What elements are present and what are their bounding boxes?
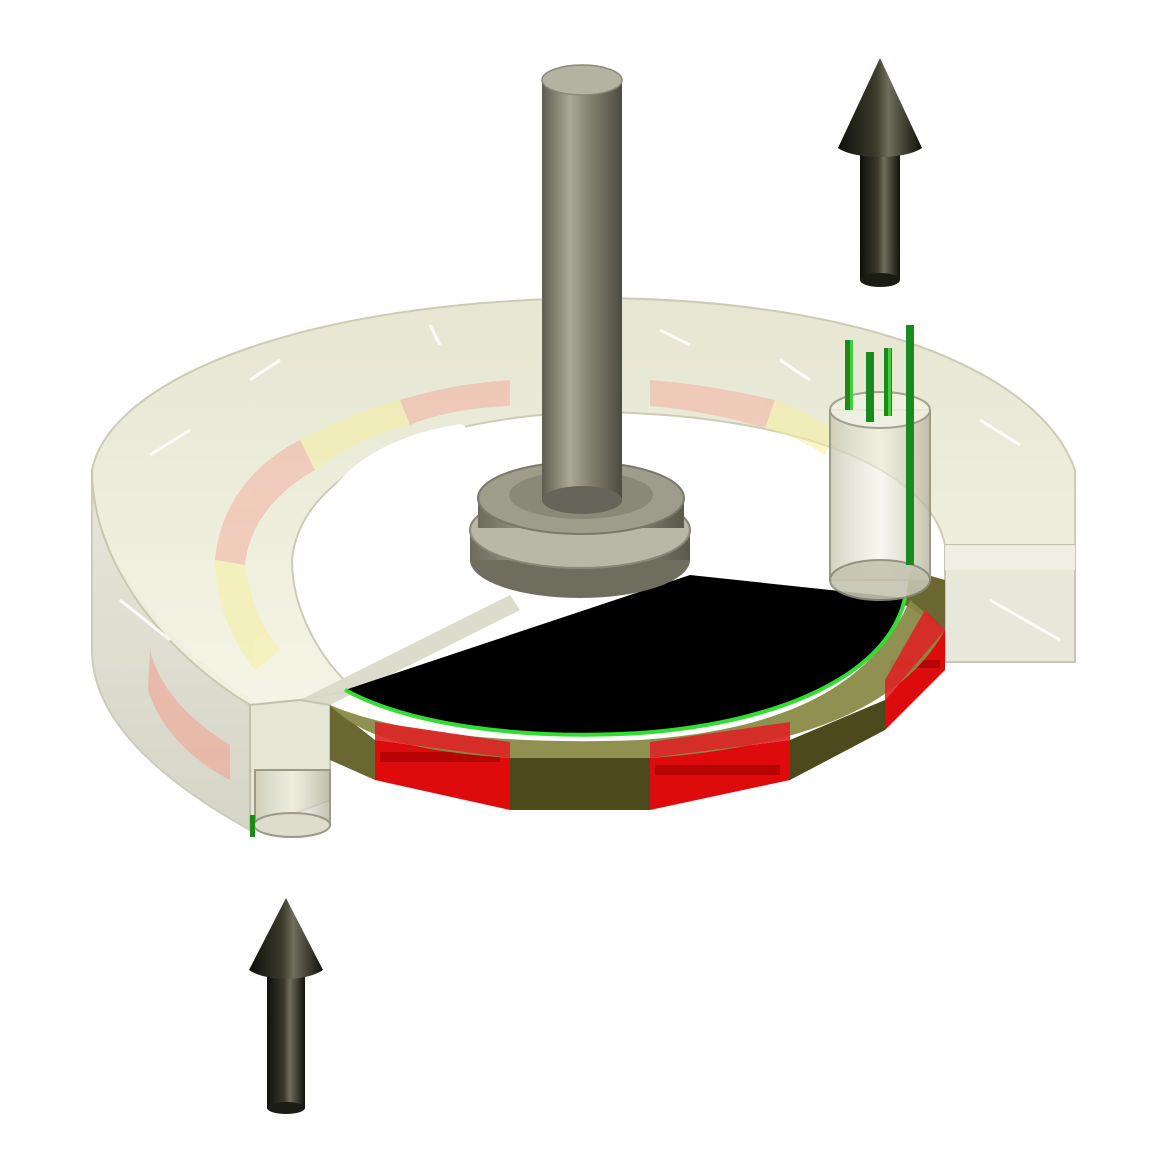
hidden-magnet-segments xyxy=(148,380,835,780)
inlet-flow-arrow xyxy=(249,898,323,1114)
rotor-glow-edge xyxy=(344,597,907,737)
rotor-assembly xyxy=(330,570,945,810)
inlet-port-tube xyxy=(250,769,331,838)
outlet-flow-arrow xyxy=(838,58,922,287)
inlet-sensor-pin xyxy=(250,815,255,837)
central-shaft xyxy=(541,64,623,514)
rotor-disc xyxy=(345,575,905,735)
rotation-direction-arrow xyxy=(312,424,827,650)
outlet-sensor-pins xyxy=(845,325,914,565)
outlet-port-tube xyxy=(829,325,931,601)
